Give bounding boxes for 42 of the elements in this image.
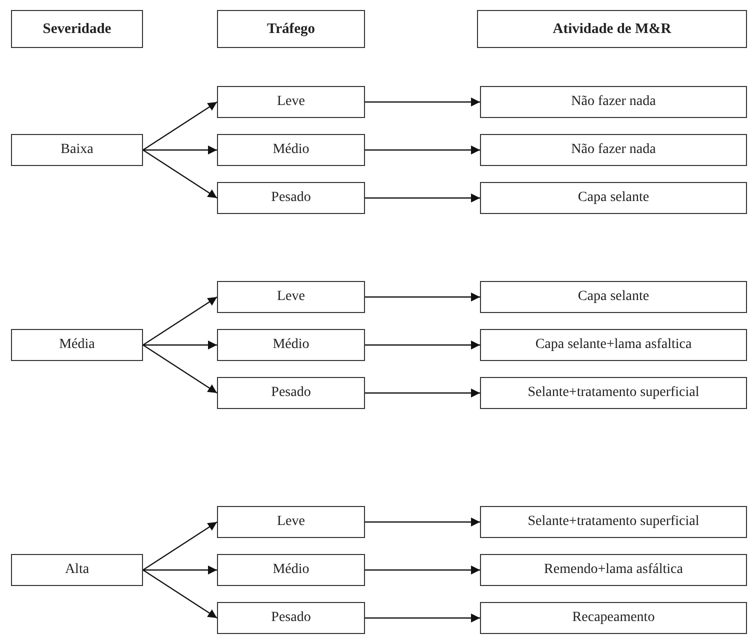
arrow bbox=[365, 566, 480, 574]
process-box: Capa selante bbox=[480, 182, 747, 214]
arrow bbox=[143, 340, 217, 350]
arrow bbox=[365, 614, 480, 622]
process-box: Médio bbox=[217, 134, 365, 166]
process-box: Capa selante+lama asfaltica bbox=[480, 329, 747, 361]
column-header-box: Severidade bbox=[11, 10, 143, 48]
process-box: Média bbox=[11, 329, 143, 361]
process-box: Pesado bbox=[217, 182, 365, 214]
arrow bbox=[143, 146, 217, 154]
process-box: Não fazer nada bbox=[480, 86, 747, 118]
process-box: Alta bbox=[11, 554, 143, 586]
process-box: Leve bbox=[217, 506, 365, 538]
process-box: Baixa bbox=[11, 134, 143, 166]
arrow bbox=[142, 296, 218, 346]
arrow bbox=[142, 344, 218, 394]
arrow bbox=[143, 566, 217, 574]
process-box: Médio bbox=[217, 554, 365, 586]
column-header-box: Atividade de M&R bbox=[477, 10, 747, 48]
column-header-box: Tráfego bbox=[217, 10, 365, 48]
arrow bbox=[142, 150, 218, 198]
process-box: Recapeamento bbox=[480, 602, 747, 634]
arrow bbox=[365, 518, 480, 526]
arrow bbox=[365, 194, 480, 202]
arrow bbox=[365, 146, 480, 154]
arrow bbox=[365, 98, 480, 106]
process-box: Leve bbox=[217, 86, 365, 118]
process-box: Pesado bbox=[217, 602, 365, 634]
process-box: Remendo+lama asfáltica bbox=[480, 554, 747, 586]
process-box: Leve bbox=[217, 281, 365, 313]
process-box: Médio bbox=[217, 329, 365, 361]
process-box: Selante+tratamento superficial bbox=[480, 506, 747, 538]
arrow bbox=[142, 570, 218, 618]
process-box: Não fazer nada bbox=[480, 134, 747, 166]
process-box: Selante+tratamento superficial bbox=[480, 377, 747, 409]
arrow bbox=[142, 522, 218, 570]
arrow bbox=[365, 388, 480, 398]
arrow bbox=[365, 340, 480, 350]
arrow bbox=[365, 292, 480, 302]
process-box: Capa selante bbox=[480, 281, 747, 313]
process-box: Pesado bbox=[217, 377, 365, 409]
arrow bbox=[142, 102, 218, 150]
